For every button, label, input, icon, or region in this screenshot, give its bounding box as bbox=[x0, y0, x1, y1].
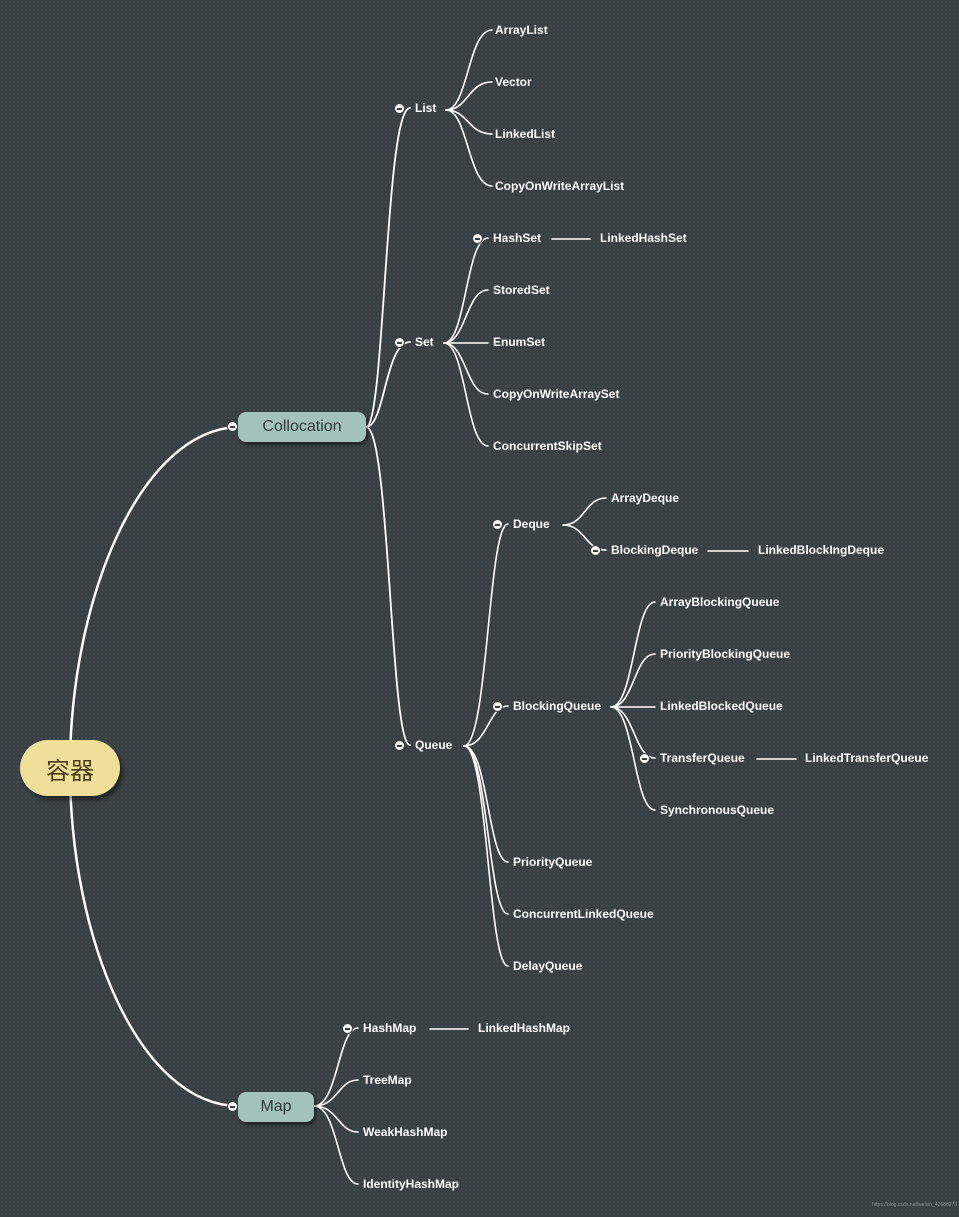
node-delayqueue[interactable]: DelayQueue bbox=[513, 959, 583, 973]
node-blockingdeque[interactable]: BlockingDeque bbox=[611, 543, 699, 557]
collapse-list-icon[interactable] bbox=[394, 103, 405, 114]
collapse-transferqueue-icon[interactable] bbox=[639, 753, 650, 764]
node-set[interactable]: Set bbox=[415, 335, 434, 349]
collapse-deque-icon[interactable] bbox=[492, 519, 503, 530]
node-vector[interactable]: Vector bbox=[495, 75, 532, 89]
node-arraydeque[interactable]: ArrayDeque bbox=[611, 491, 680, 505]
node-copyonwritearrayset[interactable]: CopyOnWriteArraySet bbox=[493, 387, 620, 401]
node-enumset[interactable]: EnumSet bbox=[493, 335, 546, 349]
watermark-text: https://blog.csdn.net/weixin_42688273 bbox=[872, 1202, 958, 1208]
collapse-collocation-icon[interactable] bbox=[227, 421, 238, 432]
node-blockingqueue[interactable]: BlockingQueue bbox=[513, 699, 602, 713]
node-linkedhashmap[interactable]: LinkedHashMap bbox=[478, 1021, 571, 1035]
node-linkedblockingdeque[interactable]: LinkedBlockIngDeque bbox=[758, 543, 885, 557]
node-priorityqueue[interactable]: PriorityQueue bbox=[513, 855, 593, 869]
node-linkedblockedqueue[interactable]: LinkedBlockedQueue bbox=[660, 699, 783, 713]
node-concurrentskipset[interactable]: ConcurrentSkipSet bbox=[493, 439, 602, 453]
node-linkedlist[interactable]: LinkedList bbox=[495, 127, 556, 141]
collapse-queue-icon[interactable] bbox=[394, 740, 405, 751]
node-hashmap[interactable]: HashMap bbox=[363, 1021, 417, 1035]
node-treemap[interactable]: TreeMap bbox=[363, 1073, 412, 1087]
collapse-blockingqueue-icon[interactable] bbox=[492, 701, 503, 712]
branch-collocation[interactable]: Collocation bbox=[238, 412, 366, 442]
node-storedset[interactable]: StoredSet bbox=[493, 283, 550, 297]
node-identityhashmap[interactable]: IdentityHashMap bbox=[363, 1177, 460, 1191]
collapse-map-icon[interactable] bbox=[227, 1101, 238, 1112]
node-hashset[interactable]: HashSet bbox=[493, 231, 542, 245]
node-queue[interactable]: Queue bbox=[415, 738, 453, 752]
node-transferqueue[interactable]: TransferQueue bbox=[660, 751, 745, 765]
collapse-hashmap-icon[interactable] bbox=[342, 1023, 353, 1034]
node-deque[interactable]: Deque bbox=[513, 517, 550, 531]
node-arraylist[interactable]: ArrayList bbox=[495, 23, 548, 37]
root-node[interactable]: 容器 bbox=[20, 740, 120, 796]
collapse-set-icon[interactable] bbox=[394, 337, 405, 348]
node-linkedtransferqueue[interactable]: LinkedTransferQueue bbox=[805, 751, 929, 765]
node-list[interactable]: List bbox=[415, 101, 437, 115]
node-priorityblockingqueue[interactable]: PriorityBlockingQueue bbox=[660, 647, 791, 661]
collapse-blockingdeque-icon[interactable] bbox=[590, 545, 601, 556]
node-copyonwritearraylist[interactable]: CopyOnWriteArrayList bbox=[495, 179, 625, 193]
node-concurrentlinkedqueue[interactable]: ConcurrentLinkedQueue bbox=[513, 907, 654, 921]
branch-map[interactable]: Map bbox=[238, 1092, 314, 1122]
node-linkedhashset[interactable]: LinkedHashSet bbox=[600, 231, 687, 245]
node-arrayblockingqueue[interactable]: ArrayBlockingQueue bbox=[660, 595, 780, 609]
collapse-hashset-icon[interactable] bbox=[472, 233, 483, 244]
node-synchronousqueue[interactable]: SynchronousQueue bbox=[660, 803, 775, 817]
node-weakhashmap[interactable]: WeakHashMap bbox=[363, 1125, 448, 1139]
